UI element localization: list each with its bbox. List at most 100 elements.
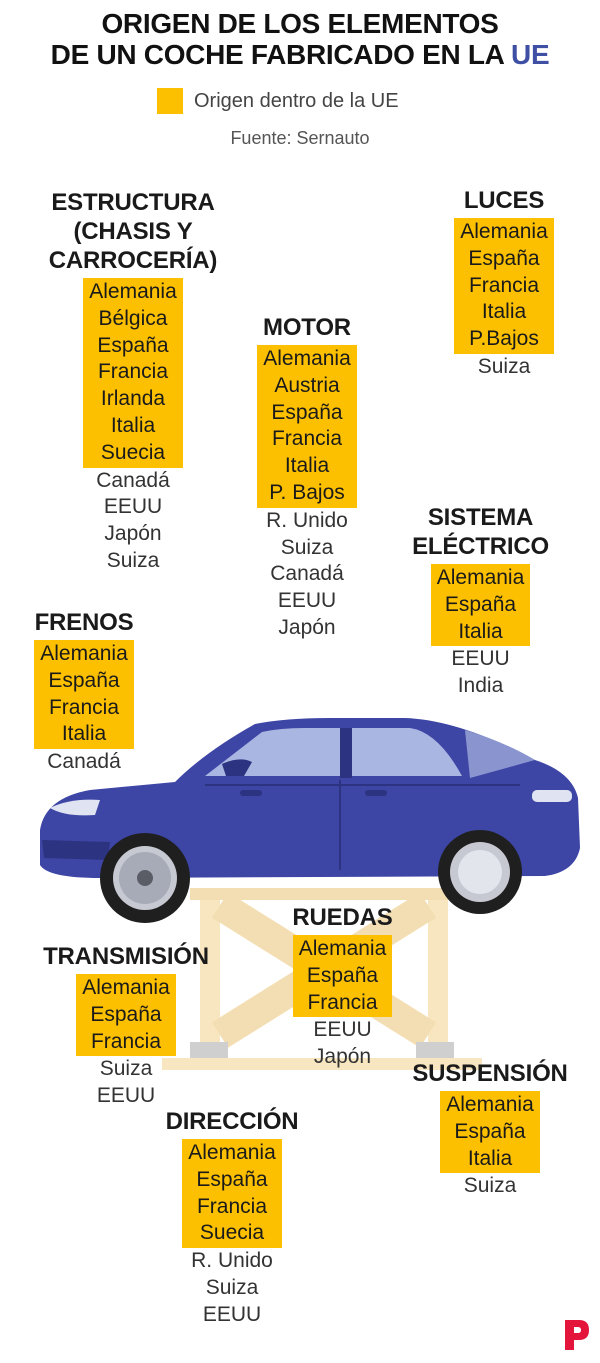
group-motor: MOTOR Alemania Austria España Francia It…	[238, 313, 376, 642]
eu-country: Suecia	[199, 1221, 265, 1245]
non-eu-country: EEUU	[313, 1018, 372, 1042]
non-eu-country: Suiza	[205, 1275, 259, 1299]
group-title: LUCES	[463, 187, 545, 214]
car-rear-wheel	[438, 830, 522, 914]
group-sistema-electrico: SISTEMA ELÉCTRICO Alemania España Italia…	[398, 503, 563, 700]
group-title: MOTOR	[263, 314, 351, 341]
non-eu-origin-list: R. Unido Suiza Canadá EEUU Japón	[238, 508, 376, 642]
group-frenos: FRENOS Alemania España Francia Italia Ca…	[16, 608, 152, 776]
non-eu-origin-list: Canadá	[16, 749, 152, 776]
non-eu-country: India	[457, 674, 504, 698]
eu-origin-list: Alemania Bélgica España Francia Irlanda …	[83, 278, 183, 468]
non-eu-country: EEUU	[277, 589, 337, 613]
non-eu-country: Japón	[104, 522, 162, 546]
eu-country: Italia	[481, 300, 527, 324]
non-eu-origin-list: EEUU Japón	[275, 1017, 410, 1071]
eu-origin-list: Alemania España Francia Italia	[34, 640, 134, 750]
eu-country: Alemania	[89, 280, 177, 303]
legend-swatch	[157, 88, 183, 114]
non-eu-country: Suiza	[463, 1174, 517, 1198]
non-eu-origin-list: Suiza	[395, 1173, 585, 1200]
eu-country: Italia	[458, 619, 503, 643]
eu-country: Alemania	[82, 976, 170, 999]
eu-country: Italia	[467, 1146, 513, 1170]
group-title: FRENOS	[34, 609, 134, 636]
group-ruedas: RUEDAS Alemania España Francia EEUU Japó…	[275, 903, 410, 1071]
group-title: DIRECCIÓN	[165, 1108, 299, 1135]
eu-country: España	[48, 668, 120, 692]
eu-country: España	[306, 963, 379, 987]
eu-origin-list: Alemania España Italia	[430, 564, 531, 647]
eu-country: Alemania	[263, 347, 351, 370]
eu-country: Italia	[61, 722, 107, 746]
title-line-1: ORIGEN DE LOS ELEMENTOS	[101, 8, 499, 39]
non-eu-country: R. Unido	[266, 508, 348, 532]
eu-origin-list: Alemania España Francia Suecia	[182, 1139, 282, 1249]
eu-country: España	[271, 400, 343, 424]
eu-country: Francia	[196, 1194, 268, 1218]
car-body	[40, 718, 580, 878]
eu-country: Alemania	[188, 1141, 276, 1164]
eu-country: Francia	[90, 1029, 162, 1053]
eu-country: Austria	[274, 373, 340, 397]
group-title: TRANSMISIÓN	[43, 943, 209, 970]
eu-origin-list: Alemania España Francia Italia P.Bajos	[454, 218, 554, 354]
non-eu-origin-list: Suiza EEUU	[22, 1056, 230, 1110]
non-eu-origin-list: Suiza	[440, 354, 568, 381]
car-illustration	[40, 718, 580, 1070]
eu-origin-list: Alemania España Italia	[440, 1091, 540, 1174]
non-eu-country: Suiza	[477, 354, 531, 378]
non-eu-country: Canadá	[270, 562, 344, 586]
source-note: Fuente: Sernauto	[230, 128, 370, 148]
eu-origin-list: Alemania España Francia	[76, 974, 176, 1057]
group-luces: LUCES Alemania España Francia Italia P.B…	[440, 186, 568, 381]
infographic-title: ORIGEN DE LOS ELEMENTOS DE UN COCHE FABR…	[0, 8, 600, 70]
legend: Origen dentro de la UE	[157, 88, 399, 114]
eu-country: Irlanda	[100, 387, 166, 411]
non-eu-country: Suiza	[280, 535, 334, 559]
group-title: SUSPENSIÓN	[412, 1060, 568, 1087]
non-eu-country: Japón	[278, 615, 336, 639]
title-line-2-prefix: DE UN COCHE FABRICADO EN LA	[50, 39, 504, 70]
non-eu-country: EEUU	[96, 1084, 156, 1108]
publisher-logo-icon	[565, 1320, 589, 1350]
eu-origin-list: Alemania Austria España Francia Italia P…	[257, 345, 357, 508]
group-title: ESTRUCTURA (CHASIS Y CARROCERÍA)	[48, 189, 218, 274]
legend-label: Origen dentro de la UE	[194, 89, 399, 112]
eu-country: España	[468, 246, 540, 270]
non-eu-country: EEUU	[202, 1302, 262, 1326]
non-eu-country: EEUU	[103, 495, 163, 519]
eu-country: P.Bajos	[469, 327, 539, 351]
non-eu-origin-list: Canadá EEUU Japón Suiza	[28, 468, 238, 575]
car-front-wheel	[100, 833, 190, 923]
non-eu-country: R. Unido	[191, 1249, 273, 1273]
eu-country: Italia	[284, 454, 330, 478]
non-eu-country: Canadá	[96, 468, 170, 492]
eu-country: Alemania	[298, 937, 387, 960]
eu-country: Alemania	[460, 220, 548, 243]
eu-country: España	[90, 1002, 162, 1026]
non-eu-country: EEUU	[451, 647, 510, 671]
eu-country: Francia	[97, 360, 169, 384]
group-title: SISTEMA ELÉCTRICO	[412, 504, 549, 560]
eu-country: España	[454, 1119, 526, 1143]
non-eu-country: Suiza	[99, 1057, 153, 1081]
title-highlight-ue: UE	[511, 39, 550, 70]
non-eu-origin-list: R. Unido Suiza EEUU	[150, 1248, 314, 1328]
non-eu-country: Suiza	[106, 548, 160, 572]
eu-origin-list: Alemania España Francia	[292, 935, 393, 1018]
eu-country: Alemania	[446, 1093, 534, 1116]
non-eu-country: Japón	[313, 1045, 372, 1069]
eu-country: Francia	[48, 695, 120, 719]
eu-country: Alemania	[436, 566, 525, 589]
eu-country: España	[97, 333, 169, 357]
group-suspension: SUSPENSIÓN Alemania España Italia Suiza	[395, 1059, 585, 1200]
group-estructura: ESTRUCTURA (CHASIS Y CARROCERÍA) Alemani…	[28, 188, 238, 575]
non-eu-origin-list: EEUU India	[398, 646, 563, 700]
eu-country: España	[444, 592, 517, 616]
group-transmision: TRANSMISIÓN Alemania España Francia Suiz…	[22, 942, 230, 1110]
group-title: RUEDAS	[292, 904, 393, 931]
title-line-2: DE UN COCHE FABRICADO EN LA UE	[0, 39, 600, 70]
eu-country: Suecia	[100, 440, 166, 464]
eu-country: Italia	[110, 413, 156, 437]
